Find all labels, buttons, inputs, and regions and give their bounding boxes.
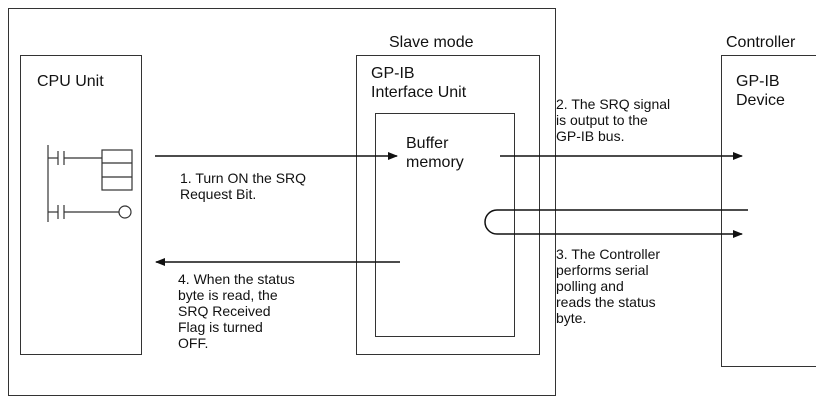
cpu-unit-box xyxy=(20,55,142,355)
step-3-text: 3. The Controller performs serial pollin… xyxy=(556,246,661,326)
slave-mode-label: Slave mode xyxy=(389,34,474,51)
cpu-unit-title: CPU Unit xyxy=(37,73,104,90)
step-1-text: 1. Turn ON the SRQ Request Bit. xyxy=(180,170,307,202)
step-4-text: 4. When the status byte is read, the SRQ… xyxy=(178,271,295,351)
interface-unit-title: GP-IB Interface Unit xyxy=(371,65,467,101)
ladder-diagram xyxy=(47,145,133,222)
buffer-memory-title: Buffer memory xyxy=(406,135,464,171)
controller-label: Controller xyxy=(726,34,796,51)
arrow-step-3 xyxy=(484,209,748,238)
step-2-text: 2. The SRQ signal is output to the GP-IB… xyxy=(556,96,671,144)
buffer-memory-box xyxy=(375,113,515,337)
gpib-device-title: GP-IB Device xyxy=(736,73,785,109)
gpib-device-box xyxy=(721,55,816,367)
